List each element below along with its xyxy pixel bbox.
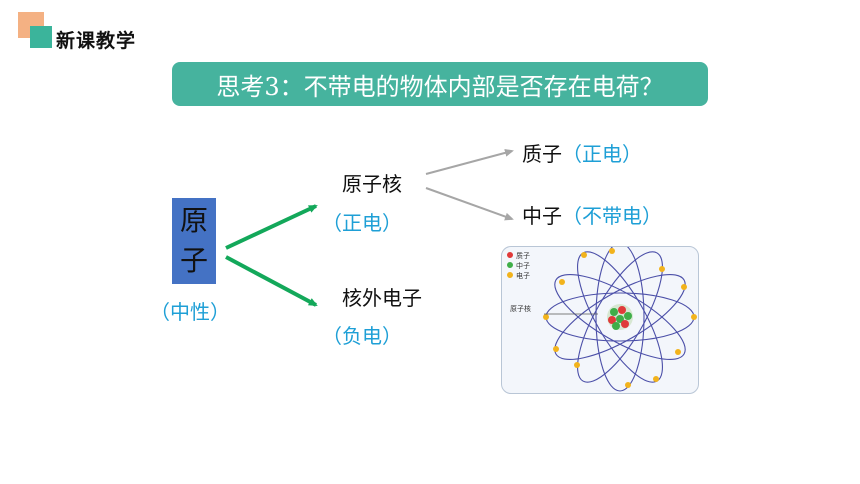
diagram-nucleus-label: 原子核 (510, 304, 531, 313)
section-title: 新课教学 (56, 30, 137, 52)
atom-char-1: 原 (179, 204, 208, 237)
question-text: 思考3：不带电的物体内部是否存在电荷？ (216, 72, 664, 101)
question-banner: 思考3：不带电的物体内部是否存在电荷？ (172, 62, 708, 106)
neutron-row: 中子（不带电） (522, 200, 662, 229)
legend-neutron: 中子 (516, 261, 530, 270)
nucleus-charge: （正电） (322, 211, 402, 235)
arrow-nucleus-to-neutron (425, 187, 514, 221)
atom-model-svg: 质子 中子 电子 原子核 (507, 247, 697, 392)
electrons-label: 核外电子 (342, 286, 422, 310)
nucleus-cluster (607, 304, 633, 330)
proton-charge: （正电） (562, 142, 642, 166)
atom-char-2: 子 (179, 244, 208, 277)
arrow-atom-to-nucleus (225, 204, 318, 250)
arrow-nucleus-to-proton (425, 148, 514, 175)
legend-neutron-dot (507, 262, 513, 268)
electrons (543, 248, 697, 388)
atom-charge-label: （中性） (150, 300, 230, 324)
neutron-label: 中子 (522, 204, 562, 228)
legend-electron-dot (507, 272, 513, 278)
atom-model-diagram: 质子 中子 电子 原子核 (501, 246, 699, 394)
legend-electron: 电子 (516, 271, 530, 280)
legend-proton-dot (507, 252, 513, 258)
proton-label: 质子 (522, 142, 562, 166)
nucleus-label: 原子核 (342, 172, 402, 196)
proton-row: 质子（正电） (522, 138, 642, 167)
arrow-atom-to-electrons (225, 255, 318, 307)
atom-box: 原 子 (172, 198, 216, 284)
decor-square-teal (30, 26, 52, 48)
neutron-charge: （不带电） (562, 204, 662, 228)
electrons-charge: （负电） (322, 324, 402, 348)
legend-proton: 质子 (516, 251, 530, 260)
